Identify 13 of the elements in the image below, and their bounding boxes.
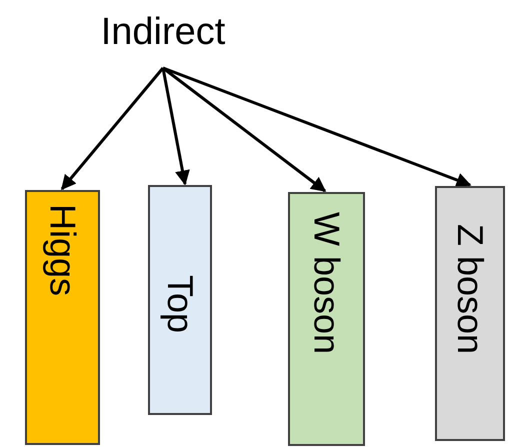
category-box bbox=[288, 192, 365, 446]
category-box bbox=[435, 186, 505, 441]
box-label: W boson bbox=[308, 212, 344, 354]
box-label: Higgs bbox=[44, 204, 80, 296]
box-label: Top bbox=[162, 275, 198, 334]
category-box bbox=[25, 190, 100, 445]
arrow bbox=[162, 66, 326, 192]
arrow bbox=[162, 66, 472, 188]
box-label: Z boson bbox=[452, 224, 488, 354]
arrow bbox=[162, 68, 190, 186]
arrow bbox=[60, 67, 164, 190]
heading-label: Indirect bbox=[70, 6, 256, 58]
category-box bbox=[148, 185, 212, 415]
